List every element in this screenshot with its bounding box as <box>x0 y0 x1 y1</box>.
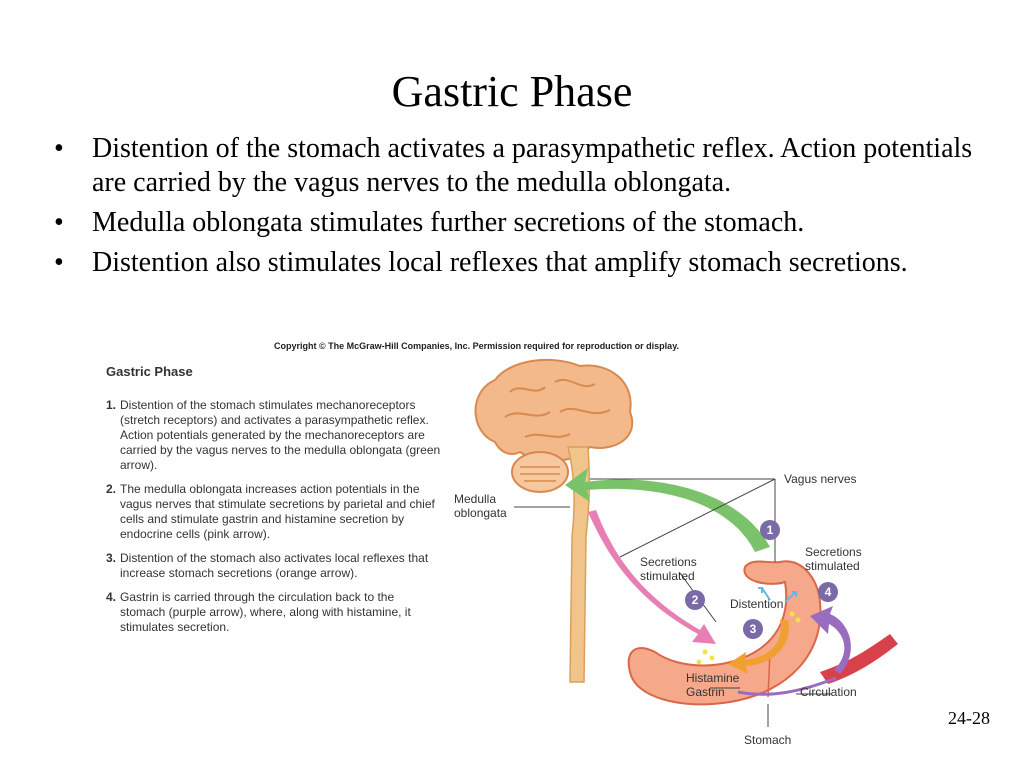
svg-text:3: 3 <box>750 622 757 636</box>
purple-arrow <box>810 606 851 674</box>
label-medulla: Medulla <box>454 492 496 506</box>
step-item: 3.Distention of the stomach also activat… <box>106 551 429 580</box>
label-stimulated-right: stimulated <box>805 559 860 573</box>
page-number: 24-28 <box>948 708 990 728</box>
label-distention: Distention <box>730 597 783 611</box>
step-item: 2.The medulla oblongata increases action… <box>106 482 435 541</box>
pink-arrow <box>588 510 716 644</box>
brain-illustration <box>474 358 634 493</box>
brainstem <box>567 446 591 683</box>
bullet-list: •Distention of the stomach activates a p… <box>48 132 988 286</box>
label-gastrin: Gastrin <box>686 685 725 699</box>
label-oblongata: oblongata <box>454 506 507 520</box>
step-badge: 4 <box>818 582 838 602</box>
step-badge: 3 <box>743 619 763 639</box>
label-stimulated-left: stimulated <box>640 569 695 583</box>
gastric-phase-diagram: 1 2 3 4 Vagus nerves Medulla oblongata S… <box>454 358 898 747</box>
label-secretions-left: Secretions <box>640 555 697 569</box>
label-secretions-right: Secretions <box>805 545 862 559</box>
svg-text:2: 2 <box>692 593 699 607</box>
blood-vessel <box>820 634 898 684</box>
figure-heading: Gastric Phase <box>106 364 193 379</box>
label-stomach: Stomach <box>744 733 791 747</box>
label-circulation: Circulation <box>800 685 857 699</box>
bullet-item: •Distention of the stomach activates a p… <box>54 133 973 198</box>
leader-lines <box>514 478 832 727</box>
bullet-item: •Medulla oblongata stimulates further se… <box>54 207 805 238</box>
step-item: 1.Distention of the stomach stimulates m… <box>106 398 441 472</box>
step-item: 4.Gastrin is carried through the circula… <box>106 590 411 634</box>
distention-marks <box>758 587 797 603</box>
green-arrow <box>565 468 770 552</box>
step-badge: 1 <box>760 520 780 540</box>
slide-title: Gastric Phase <box>391 67 633 116</box>
step-badge: 2 <box>685 590 705 610</box>
orange-arrow <box>728 620 789 674</box>
step-list: 1.Distention of the stomach stimulates m… <box>106 398 441 644</box>
svg-text:4: 4 <box>825 585 832 599</box>
copyright-notice: Copyright © The McGraw-Hill Companies, I… <box>274 341 680 351</box>
label-vagus-nerves: Vagus nerves <box>784 472 857 486</box>
label-histamine: Histamine <box>686 671 740 685</box>
bullet-item: •Distention also stimulates local reflex… <box>54 247 908 278</box>
svg-text:1: 1 <box>767 523 774 537</box>
